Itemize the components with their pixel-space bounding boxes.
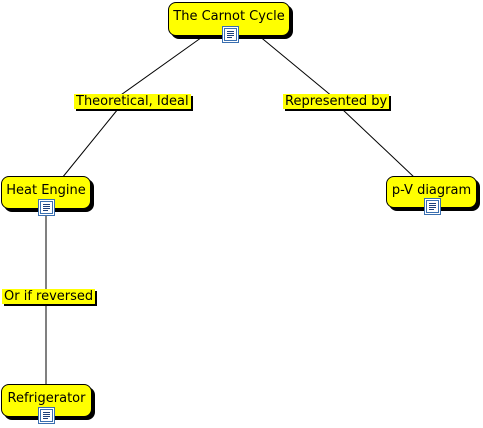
node-heat-engine[interactable]: Heat Engine (1, 176, 91, 214)
node-refrigerator[interactable]: Refrigerator (1, 384, 92, 422)
edge-theoretical-to-heat-engine (61, 108, 119, 179)
edge-carnot-to-theoretical (117, 34, 206, 98)
link-label-represented[interactable]: Represented by (283, 94, 390, 109)
node-label: Refrigerator (7, 391, 86, 406)
document-icon[interactable] (40, 201, 53, 214)
link-label-reversed[interactable]: Or if reversed (2, 289, 96, 304)
node-label: The Carnot Cycle (173, 9, 285, 24)
edge-carnot-to-represented (257, 34, 334, 98)
document-icon[interactable] (224, 28, 237, 41)
link-label-theoretical[interactable]: Theoretical, Ideal (74, 94, 191, 109)
node-pv-diagram[interactable]: p-V diagram (386, 176, 477, 213)
node-carnot-cycle[interactable]: The Carnot Cycle (168, 2, 290, 41)
node-label: p-V diagram (391, 183, 472, 198)
node-label: Heat Engine (6, 183, 86, 198)
edge-represented-to-pv (341, 108, 416, 179)
document-icon[interactable] (40, 409, 53, 422)
document-icon[interactable] (426, 200, 439, 213)
